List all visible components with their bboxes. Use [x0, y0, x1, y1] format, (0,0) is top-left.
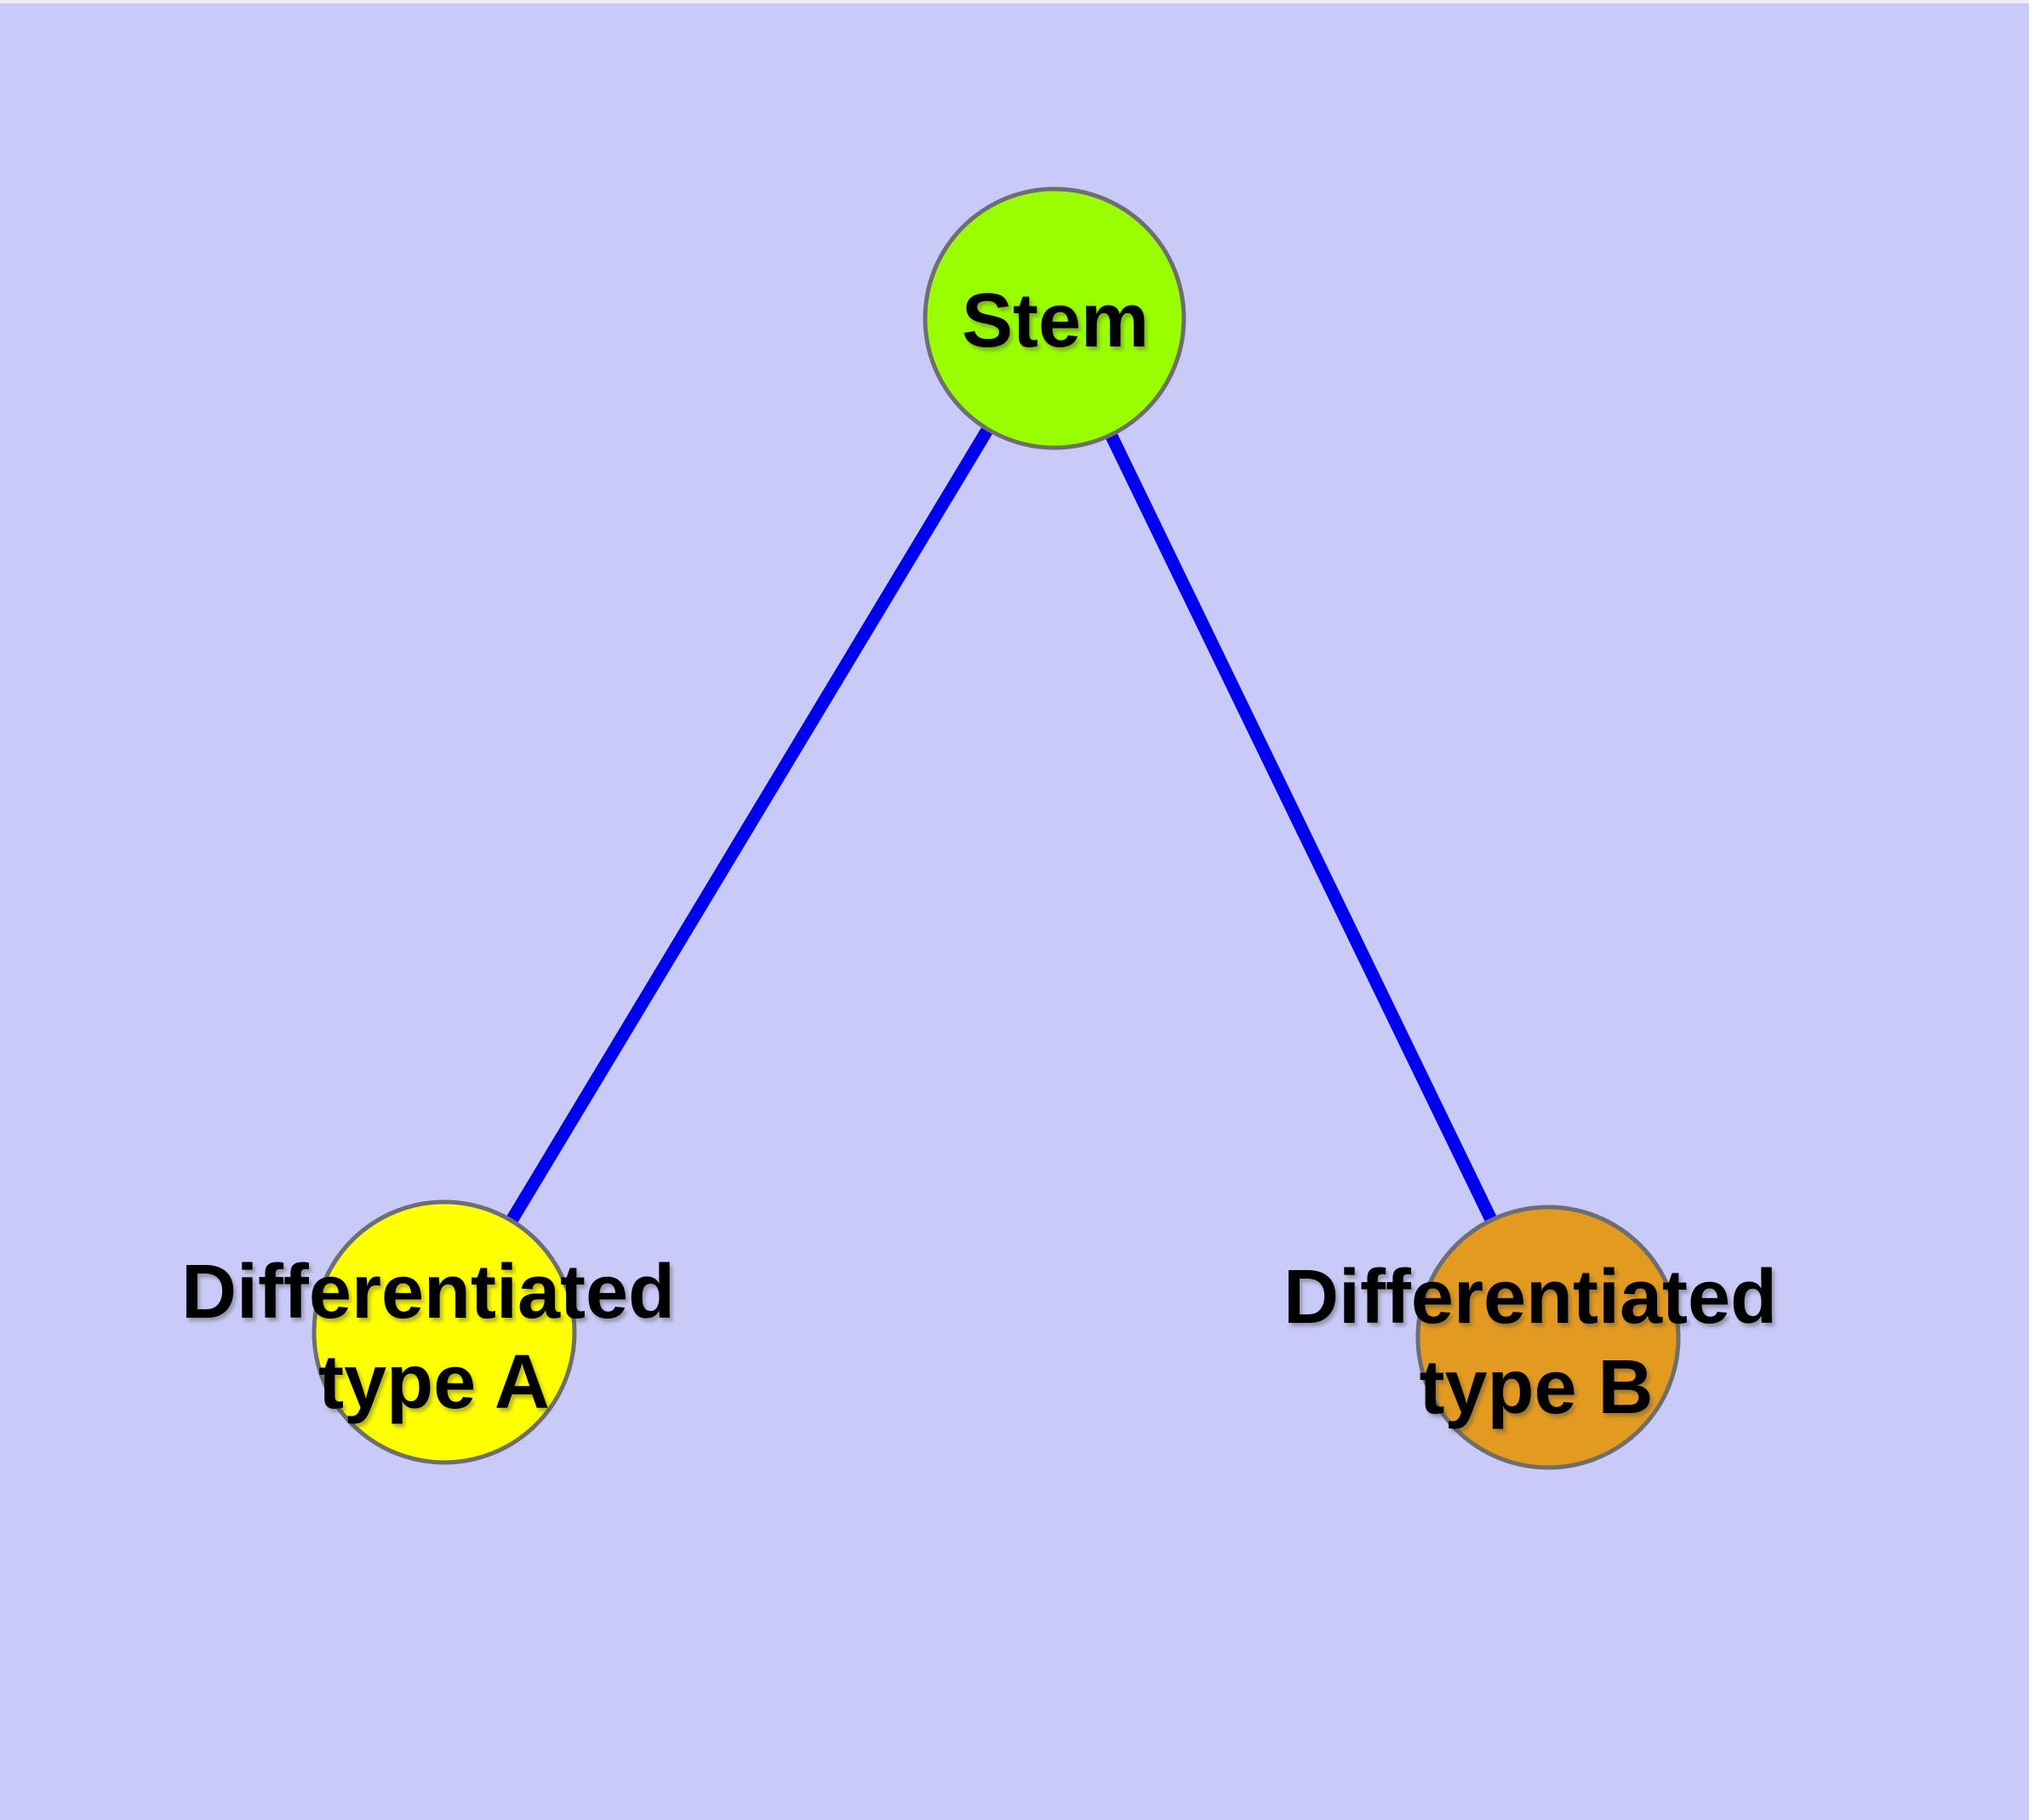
edge-stem-to-type-b[interactable] — [1049, 315, 1554, 1341]
node-stem[interactable] — [923, 186, 1186, 450]
node-stem-label: Stem — [962, 278, 1149, 363]
node-type-b-label-line2: type B — [1419, 1345, 1653, 1430]
node-differentiated-type-b[interactable] — [1415, 1205, 1681, 1470]
canvas-top-border — [0, 0, 2029, 3]
node-type-b-label-line1: Differentiated — [1283, 1255, 1777, 1340]
node-type-a-label-line2: type A — [318, 1340, 550, 1425]
node-differentiated-type-a[interactable] — [311, 1199, 577, 1465]
node-type-a-label-line1: Differentiated — [181, 1250, 675, 1335]
edge-stem-to-type-a[interactable] — [438, 315, 1060, 1336]
